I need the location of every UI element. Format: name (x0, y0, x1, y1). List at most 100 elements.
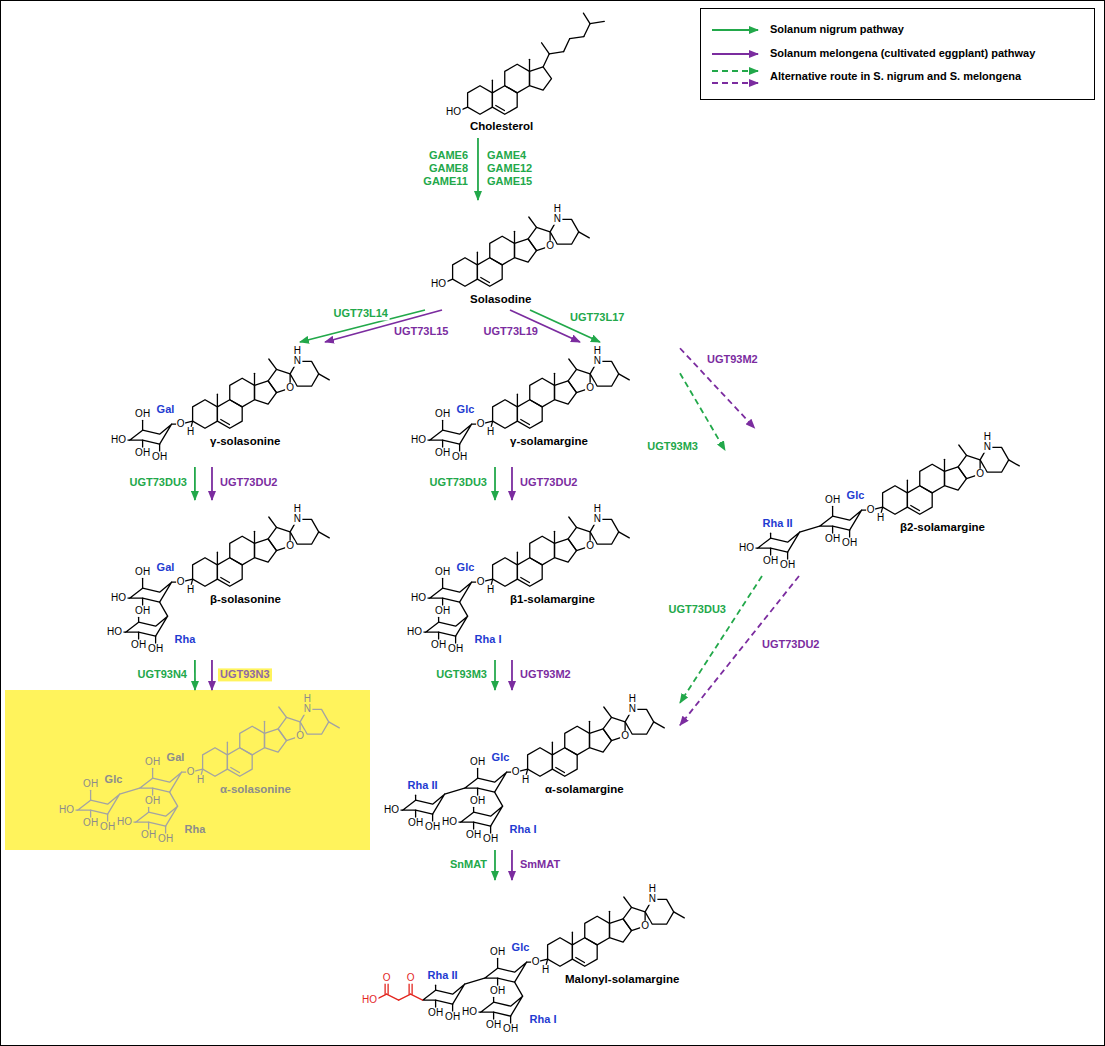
bond-line (514, 231, 515, 243)
atom-label: H (186, 427, 195, 438)
bond-line (529, 59, 530, 71)
atom-label: H (486, 427, 495, 438)
ring-bonds (430, 424, 472, 444)
bond-line (521, 578, 530, 583)
ring-bonds (126, 616, 168, 636)
atom-label: HO (58, 805, 75, 816)
compound-name: Malonyl-solamargine (565, 973, 679, 986)
bond-line (459, 444, 460, 451)
bond-line (564, 39, 570, 52)
legend-text: Solanum melongena (cultivated eggplant) … (770, 47, 1035, 60)
legend-sample-line (712, 53, 758, 55)
bond-line (148, 807, 149, 812)
bond-line (589, 721, 590, 733)
atom-label: OH (451, 452, 468, 463)
ring-bonds (528, 748, 553, 777)
bond-line (497, 978, 498, 985)
ring-bonds (255, 381, 277, 404)
bond-line (556, 768, 565, 773)
enzyme-label: UGT73L17 (568, 311, 626, 324)
atom-label: HO (441, 817, 458, 828)
ring-bonds (883, 486, 908, 515)
reaction-arrow (494, 467, 496, 500)
bond-line (411, 983, 412, 994)
enzyme-label: UGT73L14 (332, 307, 390, 320)
atom-label: H (196, 775, 205, 786)
bond-line (473, 807, 474, 812)
bond-line (552, 742, 553, 755)
enzyme-label: GAME4 GAME12 GAME15 (486, 149, 542, 189)
compound-node: Solasodine (405, 200, 610, 310)
bond-line (497, 958, 498, 968)
bond-line (481, 278, 490, 283)
bond-line (435, 985, 436, 990)
atom-label: O (511, 767, 521, 778)
atom-label: N (593, 356, 602, 367)
atom-label: OH (151, 452, 168, 463)
atom-label: HO (116, 817, 133, 828)
bond-line (90, 810, 91, 817)
atom-label: O (476, 577, 486, 588)
bond-line (674, 912, 685, 918)
sugar-label: Rha (184, 824, 207, 836)
bond-line (493, 997, 494, 1002)
reaction-arrow (511, 660, 513, 690)
atom-label: H (553, 204, 562, 215)
enzyme-label: UGT93M3 (434, 668, 489, 681)
bond-line (492, 80, 493, 93)
ring-bonds (255, 539, 277, 562)
atom-label: N (628, 704, 637, 715)
bond-line (465, 978, 485, 984)
bond-line (770, 533, 771, 538)
atom-label: OH (469, 796, 486, 807)
bond-line (496, 106, 505, 111)
atom-label: O (285, 383, 295, 394)
atom-label: OH (447, 644, 464, 655)
atom-label: HO (430, 279, 447, 290)
bond-line (221, 420, 230, 425)
reaction-arrow (511, 467, 513, 500)
atom-label: OH (489, 986, 506, 997)
ring-bonds (130, 582, 172, 602)
bond-line (279, 707, 287, 717)
reaction-arrow (680, 373, 725, 450)
bond-line (142, 440, 143, 447)
ring-bonds (610, 919, 632, 942)
bond-line (160, 602, 168, 616)
enzyme-label: UGT73DU2 (760, 638, 821, 651)
atom-label: O (406, 973, 416, 984)
legend-sample-line (712, 82, 758, 84)
bond-line (832, 506, 833, 516)
chemical-structures (5, 13, 1019, 1023)
compound-name: β2-solamargine (900, 521, 985, 534)
atom-label: OH (134, 409, 151, 420)
compound-name: β-solasonine (210, 593, 281, 606)
atom-label: N (553, 214, 562, 225)
atom-label: H (648, 884, 657, 895)
bond-line (415, 795, 416, 800)
bond-line (576, 958, 585, 963)
ring-bonds (585, 916, 610, 945)
atom-label: OH (430, 640, 447, 651)
atom-label: OH (762, 556, 779, 567)
atom-label: H (983, 432, 992, 443)
bond-line (384, 983, 385, 994)
bond-line (142, 598, 143, 605)
highlight-box (5, 690, 370, 850)
atom-label: H (541, 965, 550, 976)
atom-label: O (585, 541, 595, 552)
bond-line (170, 792, 178, 806)
bond-line (549, 52, 563, 54)
ring-bonds (555, 539, 577, 562)
atom-label: O (640, 921, 650, 932)
bond-line (579, 232, 590, 238)
legend-text: Alternative route in S. nigrum and S. me… (770, 70, 1021, 83)
atom-label: OH (434, 409, 451, 420)
ring-bonds (590, 729, 612, 752)
bond-line (142, 420, 143, 430)
atom-label: OH (434, 606, 451, 617)
bond-line (907, 480, 908, 493)
ring-bonds (461, 806, 503, 826)
enzyme-label: UGT73L19 (482, 325, 540, 338)
